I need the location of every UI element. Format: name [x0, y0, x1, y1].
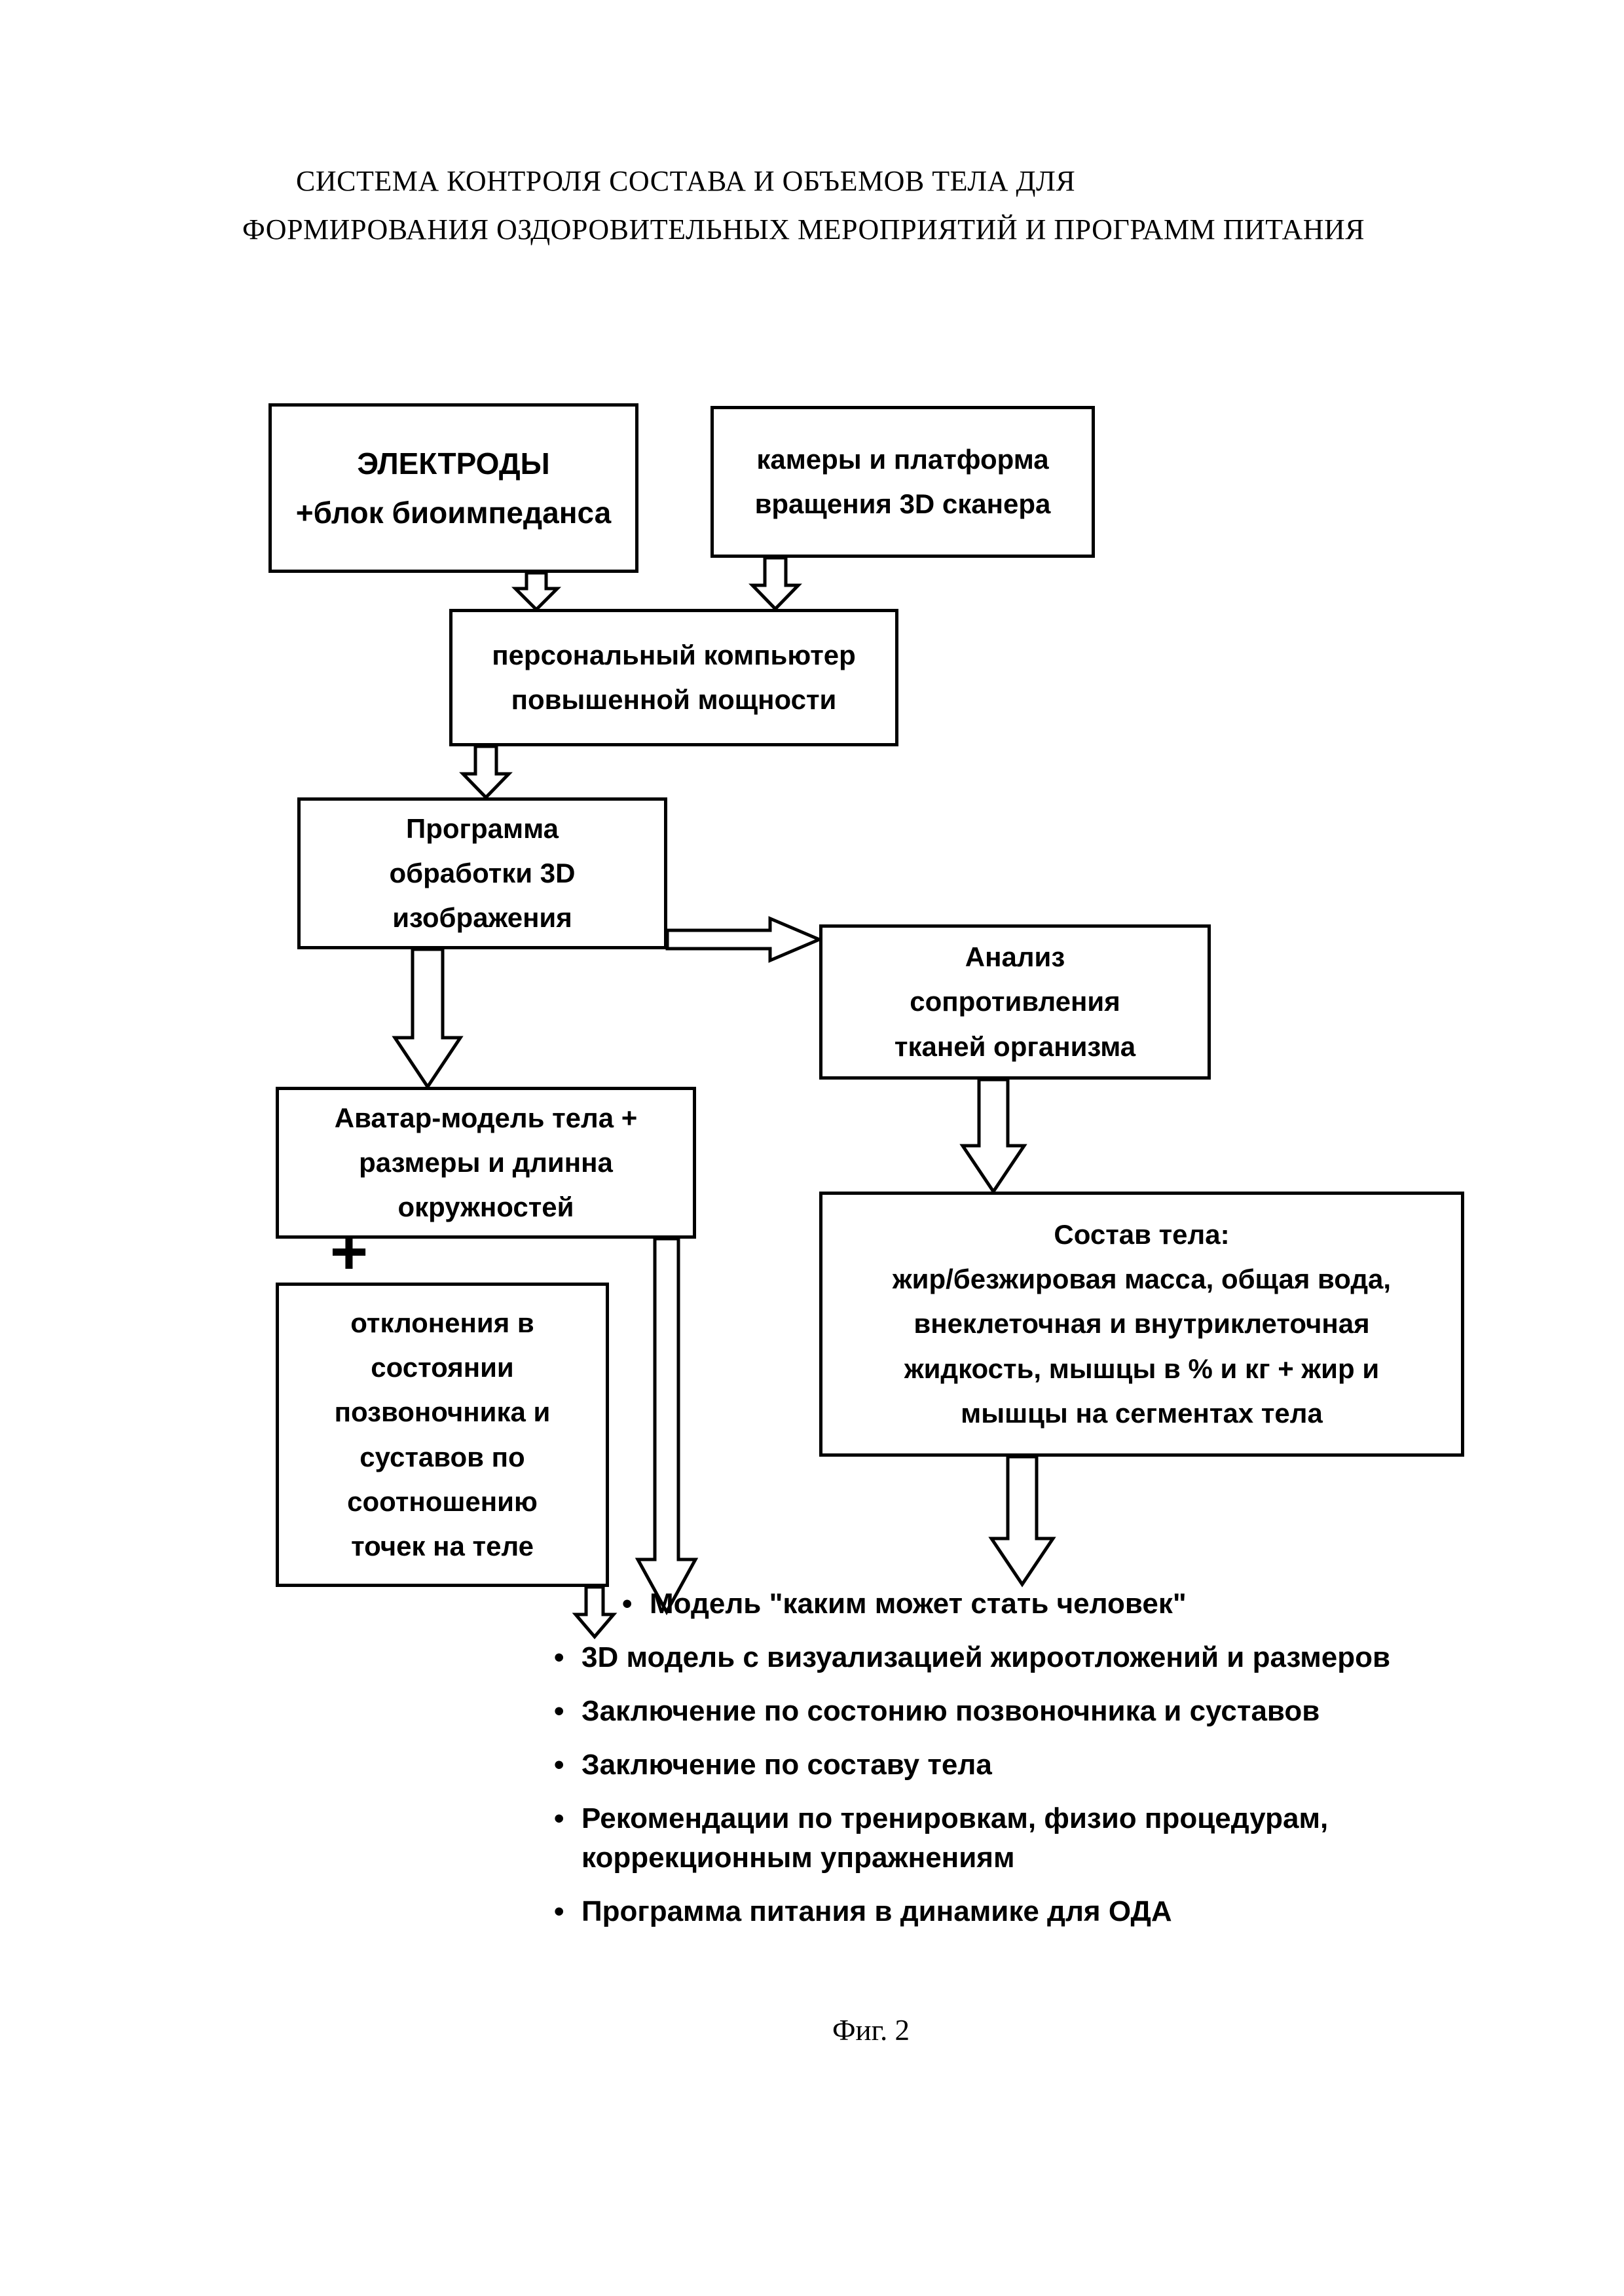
list-item-text: Заключение по состонию позвоночника и су…: [581, 1695, 1320, 1727]
node-3d-processing-program-label: Программа обработки 3D изображения: [389, 812, 576, 934]
figure-title: СИСТЕМА КОНТРОЛЯ СОСТАВА И ОБЪЕМОВ ТЕЛА …: [242, 157, 1545, 254]
bullet-icon: •: [622, 1588, 633, 1620]
bullet-icon: •: [554, 1695, 564, 1727]
plus-sign: +: [329, 1215, 369, 1288]
figure-title-line2: ФОРМИРОВАНИЯ ОЗДОРОВИТЕЛЬНЫХ МЕРОПРИЯТИЙ…: [242, 213, 1365, 246]
arrow-program3d-to-analysis: [665, 916, 824, 963]
figure-title-line1: СИСТЕМА КОНТРОЛЯ СОСТАВА И ОБЪЕМОВ ТЕЛА …: [296, 165, 1076, 197]
list-item-text: 3D модель с визуализацией жироотложений …: [581, 1641, 1391, 1673]
list-item: • Рекомендации по тренировкам, физио про…: [554, 1799, 1576, 1878]
list-item-text: Модель "каким может стать человек": [650, 1588, 1187, 1620]
bullet-icon: •: [554, 1802, 564, 1834]
list-item: • Модель "каким может стать человек": [622, 1584, 1576, 1624]
node-spine-joints-deviations-label: отклонения в состоянии позвоночника и су…: [334, 1307, 551, 1561]
arrow-deviations-to-results: [572, 1585, 618, 1639]
list-item: • Программа питания в динамике для ОДА: [554, 1892, 1576, 1931]
list-item-text: Заключение по составу тела: [581, 1749, 992, 1781]
arrow-electrodes-to-pc: [511, 571, 562, 612]
list-item: • Заключение по состонию позвоночника и …: [554, 1692, 1576, 1731]
figure-caption: Фиг. 2: [832, 2014, 910, 2047]
node-3d-processing-program: Программа обработки 3D изображения: [297, 797, 667, 949]
node-cameras-3d-scanner: камеры и платформа вращения 3D сканера: [710, 406, 1095, 558]
node-tissue-resistance-analysis-label: Анализ сопротивления тканей организма: [894, 941, 1136, 1062]
node-electrodes-label: ЭЛЕКТРОДЫ +блок биоимпеданса: [295, 446, 612, 530]
arrow-program3d-to-avatar: [392, 947, 464, 1090]
node-tissue-resistance-analysis: Анализ сопротивления тканей организма: [819, 924, 1211, 1080]
list-item: • 3D модель с визуализацией жироотложени…: [554, 1638, 1576, 1677]
arrow-cameras-to-pc: [748, 556, 802, 611]
list-item-text: Программа питания в динамике для ОДА: [581, 1895, 1172, 1927]
list-item-text: Рекомендации по тренировкам, физио проце…: [581, 1802, 1329, 1874]
arrow-avatar-to-results: [635, 1237, 699, 1616]
node-personal-computer: персональный компьютер повышенной мощнос…: [449, 609, 898, 746]
list-item: • Заключение по составу тела: [554, 1745, 1576, 1785]
node-avatar-model-label: Аватар-модель тела + размеры и длинна ок…: [334, 1102, 638, 1223]
node-avatar-model: Аватар-модель тела + размеры и длинна ок…: [276, 1087, 696, 1239]
node-spine-joints-deviations: отклонения в состоянии позвоночника и су…: [276, 1283, 609, 1587]
arrow-analysis-to-composition: [959, 1078, 1027, 1195]
arrow-composition-to-results: [988, 1455, 1056, 1588]
node-personal-computer-label: персональный компьютер повышенной мощнос…: [492, 639, 856, 715]
node-body-composition-label: Состав тела: жир/безжировая масса, общая…: [892, 1219, 1392, 1429]
bullet-icon: •: [554, 1749, 564, 1781]
bullet-icon: •: [554, 1641, 564, 1673]
node-electrodes: ЭЛЕКТРОДЫ +блок биоимпеданса: [268, 403, 638, 573]
node-cameras-3d-scanner-label: камеры и платформа вращения 3D сканера: [754, 443, 1051, 519]
bullet-icon: •: [554, 1895, 564, 1927]
results-list: • Модель "каким может стать человек" • 3…: [554, 1584, 1576, 1931]
arrow-pc-to-program3d: [459, 744, 513, 800]
node-body-composition: Состав тела: жир/безжировая масса, общая…: [819, 1192, 1464, 1457]
